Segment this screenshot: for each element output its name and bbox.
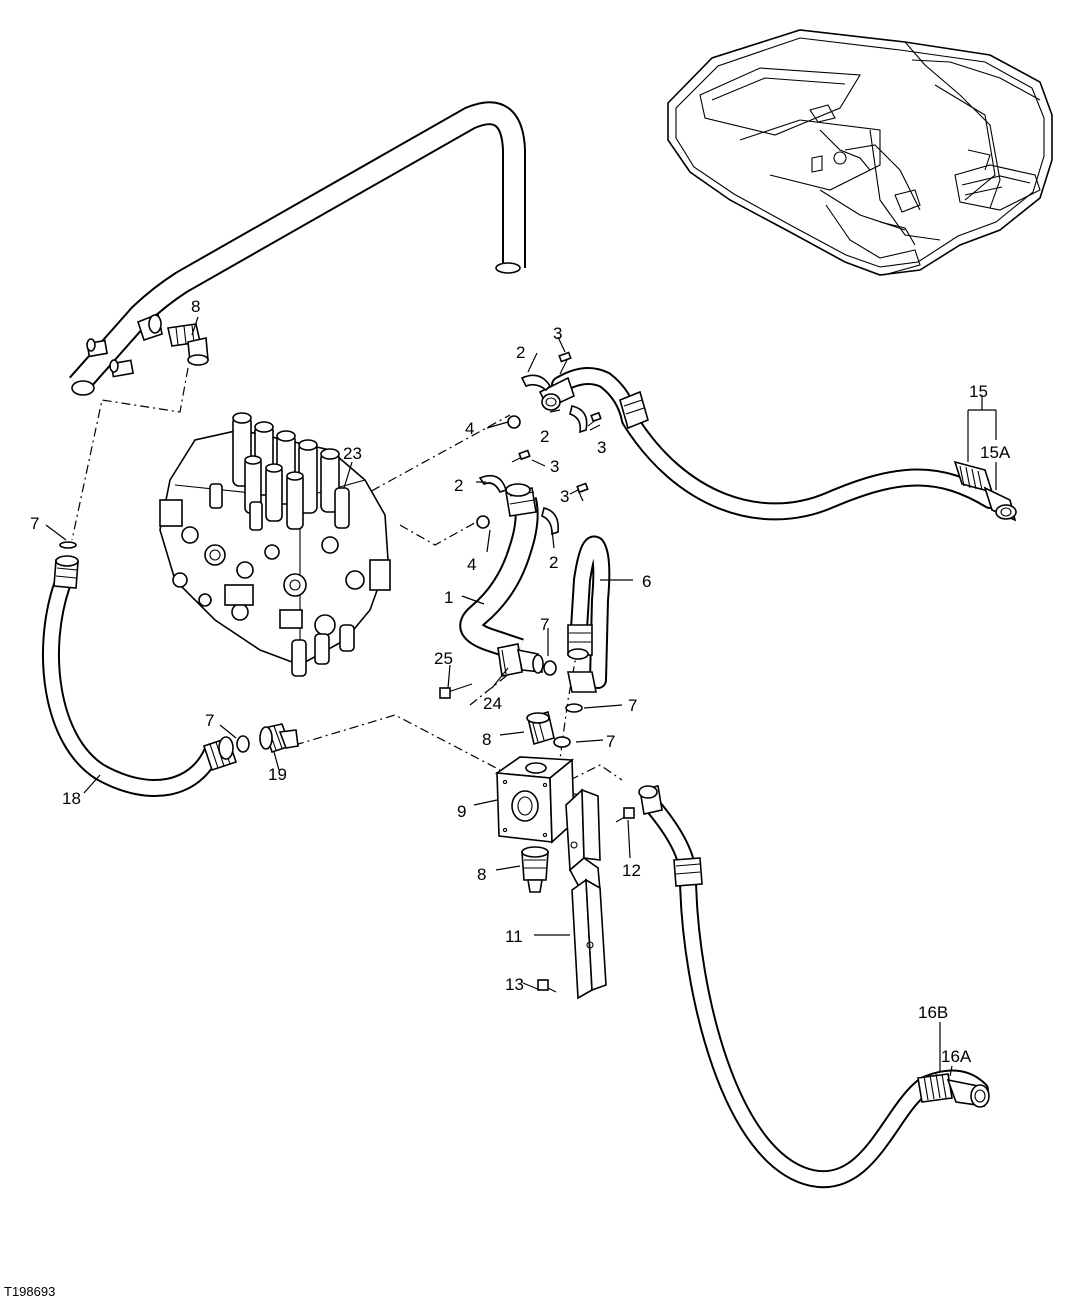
callout-7: 7 — [606, 732, 615, 751]
callout-25: 25 — [434, 649, 453, 668]
callout-19: 19 — [268, 765, 287, 784]
callout-2: 2 — [549, 553, 558, 572]
callout-7: 7 — [540, 615, 549, 634]
callout-6: 6 — [642, 572, 651, 591]
callout-4: 4 — [467, 555, 476, 574]
callout-labels: 1 2 2 2 2 3 3 3 3 4 4 6 7 7 7 7 7 8 8 8 … — [30, 297, 1011, 1066]
callout-16b: 16B — [918, 1003, 948, 1022]
callout-8: 8 — [191, 297, 200, 316]
tube-1 — [459, 449, 589, 662]
callout-7: 7 — [205, 711, 214, 730]
callout-1: 1 — [444, 588, 453, 607]
return-tube — [69, 101, 526, 396]
callout-16a: 16A — [941, 1047, 972, 1066]
callout-11: 11 — [505, 927, 523, 946]
callout-7: 7 — [30, 514, 39, 533]
hose-16 — [638, 785, 990, 1189]
callout-18: 18 — [62, 789, 81, 808]
hose-18 — [41, 555, 238, 797]
callout-15: 15 — [969, 382, 988, 401]
hose-15 — [538, 367, 1017, 522]
fitting-19-group — [59, 541, 299, 754]
clamps-upper — [507, 351, 602, 434]
callout-8: 8 — [482, 730, 491, 749]
callout-2: 2 — [540, 427, 549, 446]
valve-block-9-group — [494, 710, 575, 893]
callout-24: 24 — [483, 694, 502, 713]
callout-12: 12 — [622, 861, 641, 880]
callout-13: 13 — [505, 975, 524, 994]
machine-locator-view — [667, 29, 1053, 276]
bracket-24-group — [439, 643, 557, 699]
callout-2: 2 — [454, 476, 463, 495]
callout-9: 9 — [457, 802, 466, 821]
control-valve-23 — [159, 412, 391, 677]
callout-23: 23 — [343, 444, 362, 463]
callout-15a: 15A — [980, 443, 1011, 462]
callout-3: 3 — [553, 324, 562, 343]
callout-4: 4 — [465, 419, 474, 438]
callout-3: 3 — [550, 457, 559, 476]
callout-3: 3 — [560, 487, 569, 506]
callout-7: 7 — [628, 696, 637, 715]
elbow-fitting-8-top — [167, 323, 209, 366]
hose-6 — [565, 535, 611, 713]
callout-2: 2 — [516, 343, 525, 362]
figure-id: T198693 — [4, 1284, 55, 1299]
leader-lines — [45, 316, 997, 1077]
callout-3: 3 — [597, 438, 606, 457]
callout-8: 8 — [477, 865, 486, 884]
bracket-11 — [537, 788, 635, 1000]
